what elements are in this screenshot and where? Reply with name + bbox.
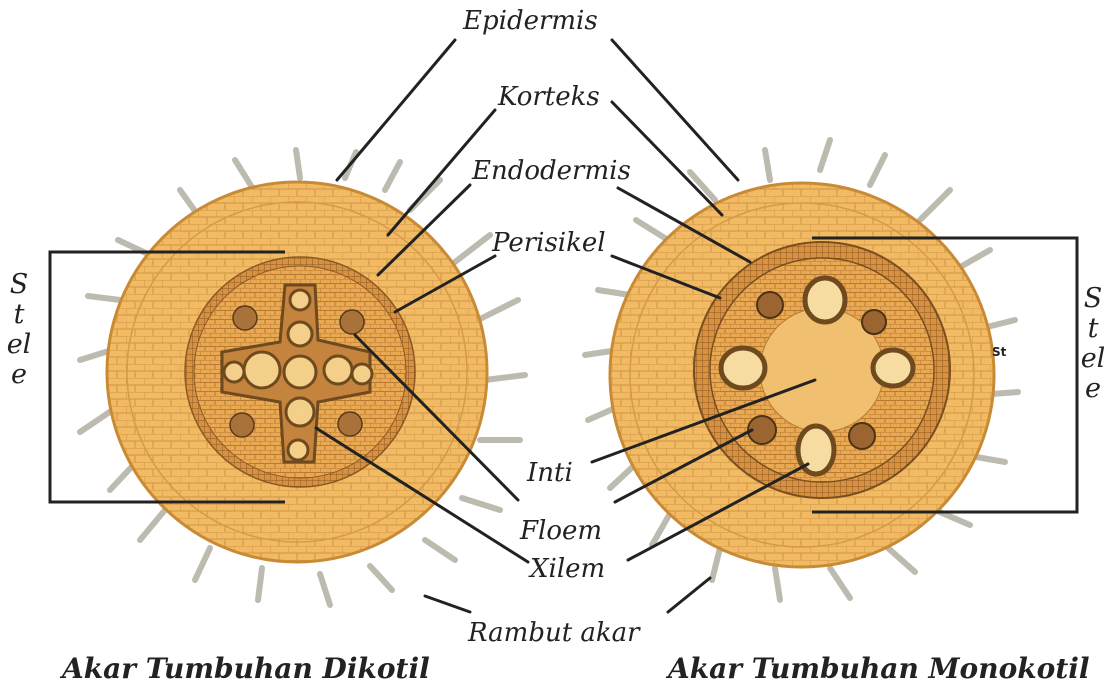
dicot-root-section bbox=[80, 150, 525, 605]
label-perisikel: Perisikel bbox=[492, 230, 606, 256]
label-floem: Floem bbox=[520, 518, 602, 544]
caption-monokotil: Akar Tumbuhan Monokotil bbox=[668, 655, 1090, 683]
label-xilem: Xilem bbox=[530, 556, 605, 582]
label-korteks: Korteks bbox=[498, 84, 600, 110]
caption-dikotil: Akar Tumbuhan Dikotil bbox=[62, 655, 430, 683]
label-endodermis: Endodermis bbox=[472, 158, 631, 184]
label-rambut-akar: Rambut akar bbox=[468, 620, 640, 646]
label-stele-fragment: St bbox=[992, 345, 1006, 359]
label-stele-left: Stele bbox=[6, 270, 32, 390]
monocot-root-section bbox=[585, 140, 1018, 600]
label-epidermis: Epidermis bbox=[463, 8, 598, 34]
label-inti: Inti bbox=[527, 460, 573, 486]
label-stele-right: Stele bbox=[1080, 284, 1106, 404]
